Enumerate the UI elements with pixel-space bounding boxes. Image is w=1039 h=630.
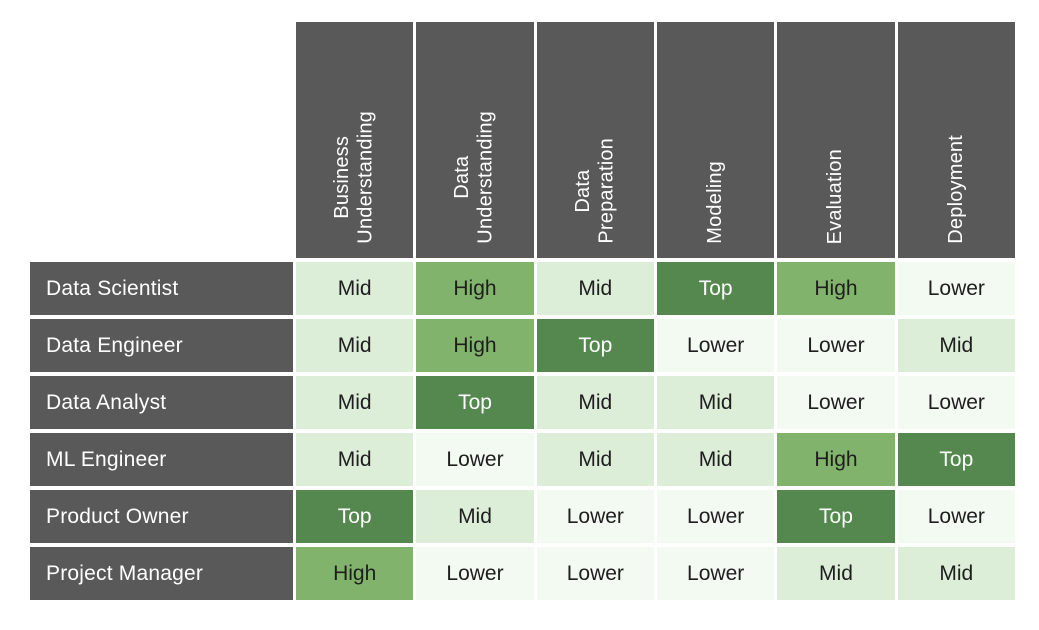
matrix-cell: Mid [416,490,534,543]
column-header-deployment: Deployment [897,22,1015,258]
row-header-data-engineer: Data Engineer [30,319,293,372]
matrix-cell: Top [416,376,534,429]
matrix-cell: High [777,262,895,315]
matrix-cell: Mid [296,319,414,372]
matrix-cell: Mid [536,376,654,429]
column-header-evaluation: Evaluation [777,22,895,258]
matrix-cell: Lower [777,319,895,372]
matrix-cell: Lower [416,433,534,486]
column-header-business-understanding: Business Understanding [296,22,414,258]
matrix-cell: Lower [416,547,534,600]
corner-spacer [30,22,293,258]
matrix-cell: Lower [777,376,895,429]
column-header-label: Deployment [944,135,967,244]
matrix-cell: Top [296,490,414,543]
matrix-cell: High [416,319,534,372]
matrix-cell: Mid [897,547,1015,600]
column-header-label: Evaluation [824,148,847,244]
matrix-cell: Mid [656,433,775,486]
matrix-cell: Top [536,319,654,372]
matrix-cell: High [296,547,414,600]
row-header-data-analyst: Data Analyst [30,376,293,429]
matrix-cell: Mid [296,262,414,315]
column-header-label: Data Preparation [571,138,618,244]
row-header-product-owner: Product Owner [30,490,293,543]
matrix-cell: Lower [656,490,775,543]
matrix-cell: Mid [656,376,775,429]
column-header-row: Business Understanding Data Understandin… [30,22,1015,258]
matrix-cell: Top [777,490,895,543]
matrix-cell: Lower [897,490,1015,543]
column-header-label: Modeling [703,161,726,244]
column-header-modeling: Modeling [656,22,775,258]
matrix-cell: Top [656,262,775,315]
matrix-cell: High [777,433,895,486]
role-phase-matrix: Business Understanding Data Understandin… [27,18,1018,604]
matrix-cell: Lower [656,319,775,372]
column-header-data-understanding: Data Understanding [416,22,534,258]
row-header-project-manager: Project Manager [30,547,293,600]
matrix-cell: Mid [536,262,654,315]
matrix-cell: Top [897,433,1015,486]
column-header-data-preparation: Data Preparation [536,22,654,258]
matrix-cell: Lower [536,547,654,600]
matrix-cell: Mid [536,433,654,486]
column-header-label: Business Understanding [331,111,377,244]
matrix-cell: High [416,262,534,315]
matrix-cell: Mid [897,319,1015,372]
matrix-cell: Mid [777,547,895,600]
matrix-cell: Lower [897,376,1015,429]
row-header-data-scientist: Data Scientist [30,262,293,315]
matrix-cell: Lower [656,547,775,600]
matrix-cell: Mid [296,433,414,486]
matrix-cell: Mid [296,376,414,429]
column-header-label: Data Understanding [451,111,497,244]
matrix-cell: Lower [536,490,654,543]
row-header-ml-engineer: ML Engineer [30,433,293,486]
matrix-cell: Lower [897,262,1015,315]
